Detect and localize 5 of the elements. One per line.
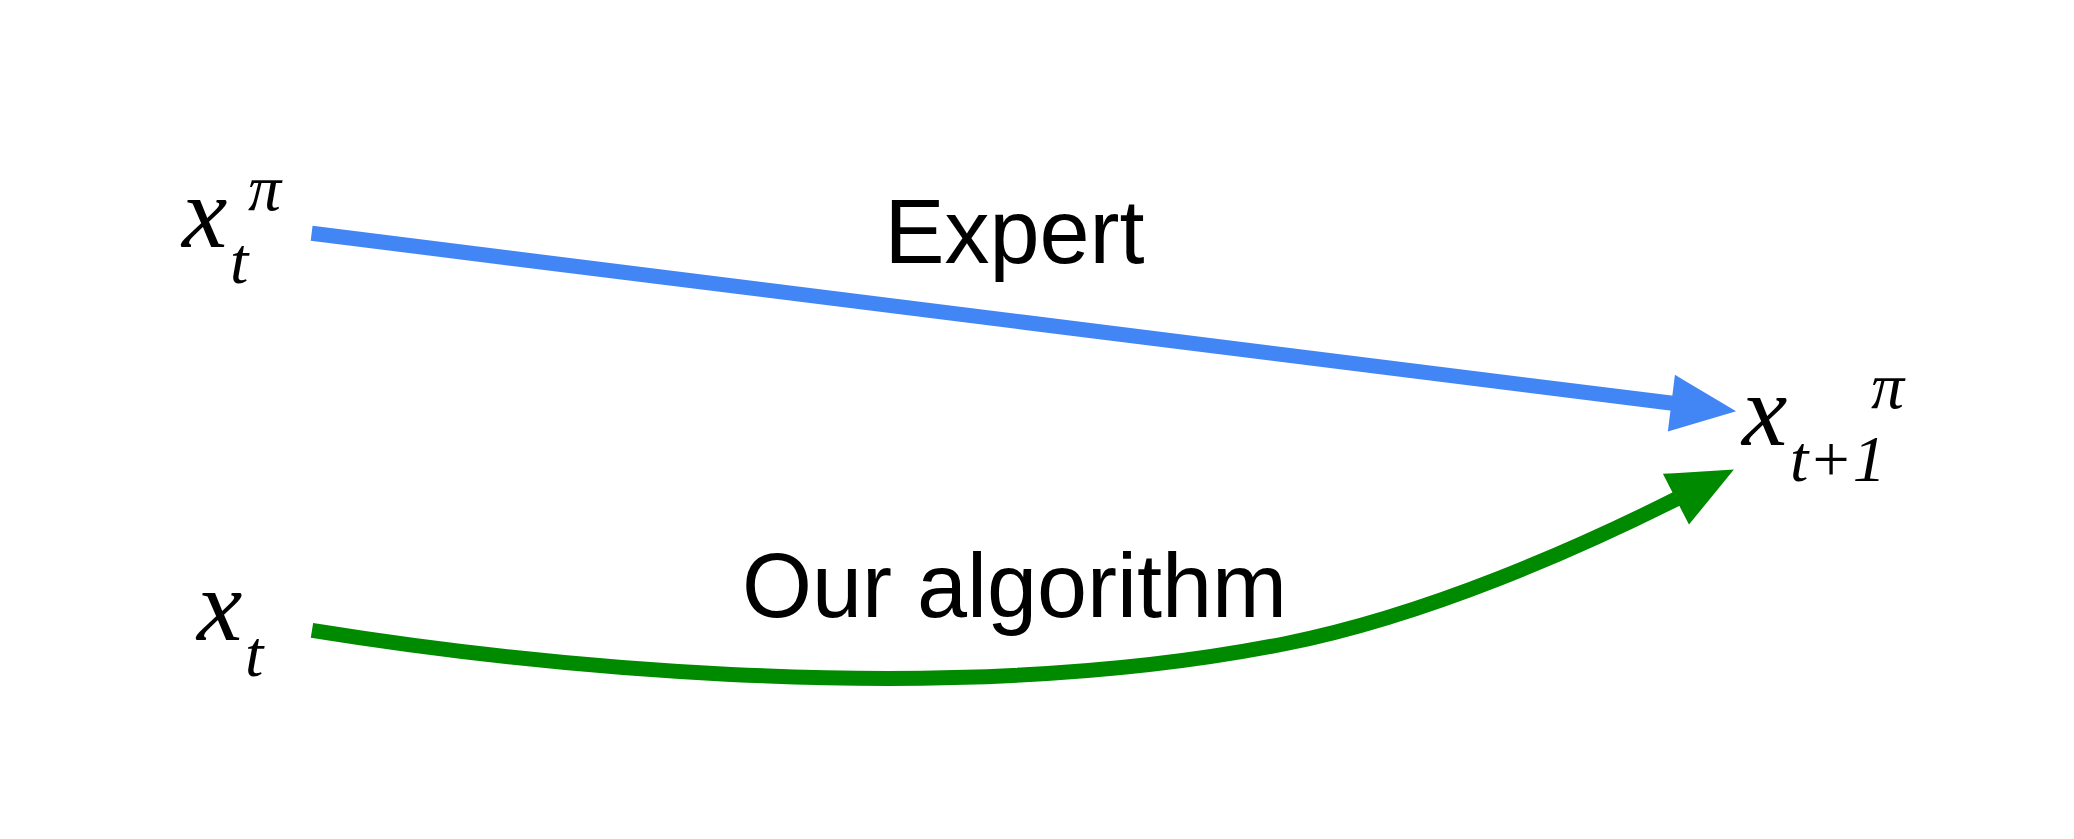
arrow	[310, 468, 1734, 686]
node-text: x$_{t}$	[197, 548, 264, 690]
arrow	[310, 225, 1737, 431]
edge-label: Expert	[884, 181, 1145, 281]
edge-label: Our algorithm	[741, 535, 1288, 635]
